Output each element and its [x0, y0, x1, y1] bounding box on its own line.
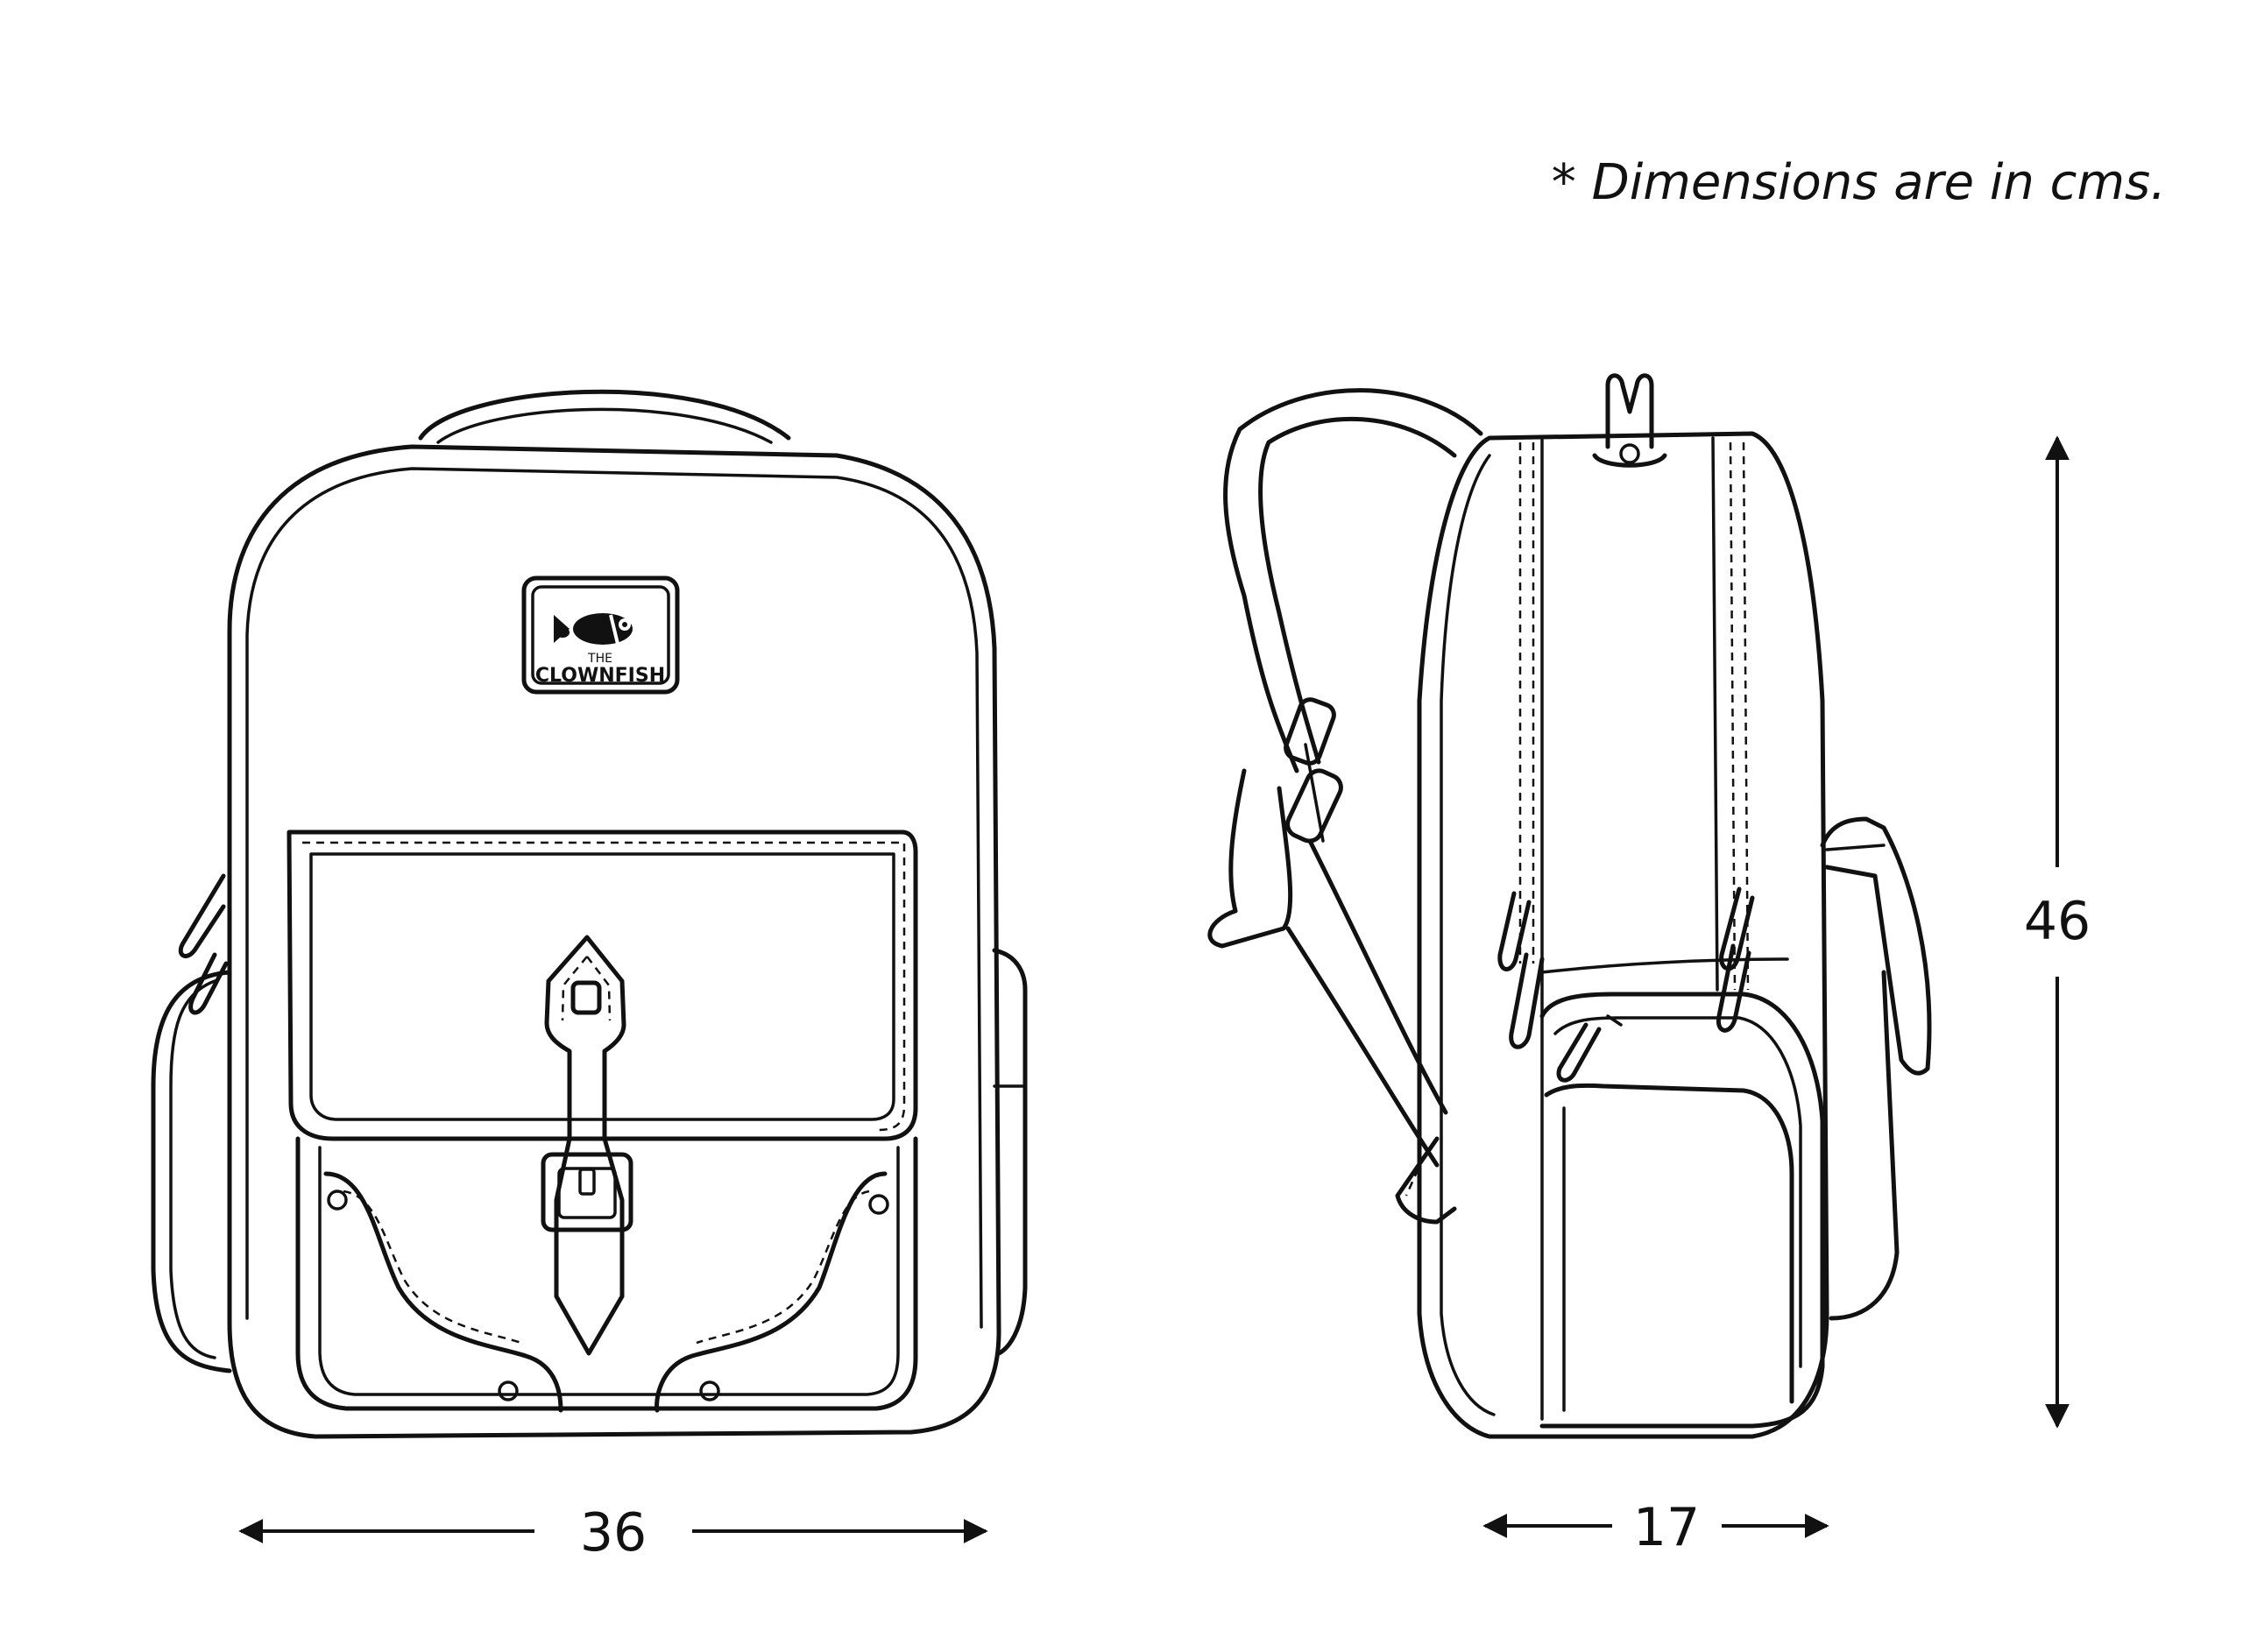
- depth-label: 17: [1633, 1497, 1700, 1558]
- shoulder-strap: [1223, 388, 1483, 773]
- left-side-pocket: [151, 970, 232, 1373]
- side-view: [1207, 373, 1932, 1439]
- side-front-pocket: [1539, 992, 1825, 1429]
- clownfish-logo-icon: [554, 613, 633, 645]
- height-label: 46: [2024, 891, 2091, 952]
- brand-top-text: THE: [587, 652, 612, 666]
- side-bottle-pocket: [1820, 816, 1932, 1076]
- height-dimension: 46: [2024, 435, 2091, 1429]
- front-strap: [544, 935, 626, 1356]
- depth-dimension: 17: [1482, 1497, 1829, 1558]
- front-body-outline: [227, 444, 1001, 1439]
- dimensions-note: * Dimensions are in cms.: [1551, 154, 2166, 211]
- strap-buckle: [541, 1152, 633, 1232]
- brand-patch: THE CLOWNFISH: [521, 575, 680, 695]
- front-view: THE CLOWNFISH: [151, 389, 1028, 1439]
- brand-name-text: CLOWNFISH: [535, 665, 665, 687]
- right-side-pocket: [992, 948, 1028, 1356]
- width-dimension: 36: [238, 1502, 988, 1564]
- top-handle: [418, 389, 791, 441]
- side-body-outline: [1417, 431, 1829, 1439]
- width-label: 36: [580, 1502, 647, 1564]
- front-pocket-flap: [287, 830, 918, 1141]
- front-pocket-base: [295, 1136, 918, 1411]
